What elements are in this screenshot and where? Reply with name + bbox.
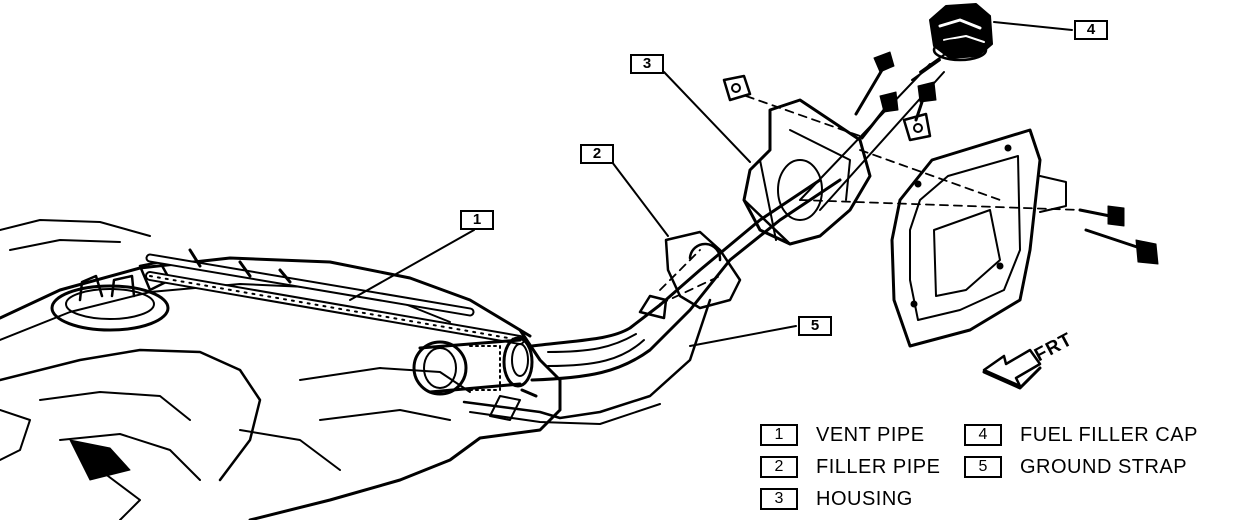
- front-direction-arrow: [982, 348, 1042, 390]
- legend-number: 2: [760, 456, 798, 478]
- legend-label: FUEL FILLER CAP: [1020, 424, 1198, 446]
- callout-2: 2: [580, 144, 614, 164]
- legend-item: 5 GROUND STRAP: [964, 454, 1187, 480]
- callout-5: 5: [798, 316, 832, 336]
- legend-number: 3: [760, 488, 798, 510]
- legend-item: 1 VENT PIPE: [760, 422, 925, 448]
- callout-4: 4: [1074, 20, 1108, 40]
- fuel-sender-unit: [50, 260, 172, 332]
- legend-number: 5: [964, 456, 1002, 478]
- fuel-door-panel: [890, 128, 1067, 348]
- filler-neck-hose: [412, 328, 538, 398]
- alignment-lines: [659, 95, 1081, 305]
- legend-item: 3 HOUSING: [760, 486, 913, 512]
- legend-label: VENT PIPE: [816, 424, 925, 446]
- legend-label: FILLER PIPE: [816, 456, 941, 478]
- legend-label: HOUSING: [816, 488, 913, 510]
- vent-pipe: [145, 248, 525, 345]
- legend-item: 2 FILLER PIPE: [760, 454, 940, 480]
- callout-3: 3: [630, 54, 664, 74]
- ground-strap: [462, 298, 712, 425]
- legend-number: 1: [760, 424, 798, 446]
- fuel-tank: [0, 219, 562, 520]
- legend-number: 4: [964, 424, 1002, 446]
- legend-item: 4 FUEL FILLER CAP: [964, 422, 1198, 448]
- housing: [742, 98, 872, 246]
- filler-pipe: [530, 178, 842, 382]
- legend-label: GROUND STRAP: [1020, 456, 1188, 478]
- fasteners: [722, 51, 1159, 265]
- leader-lines: [349, 21, 1073, 347]
- callout-1: 1: [460, 210, 494, 230]
